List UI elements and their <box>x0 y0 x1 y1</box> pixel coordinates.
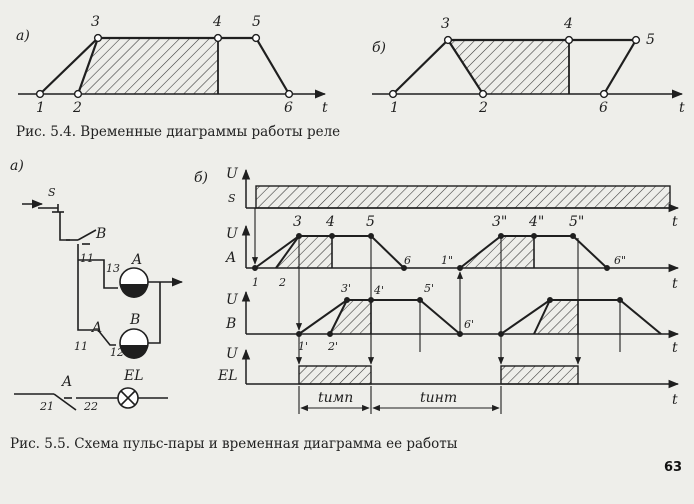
fig55a-pin-11a: 11 <box>80 252 94 265</box>
fig54a-point-3: 3 <box>91 14 100 30</box>
fig55a-pin-13: 13 <box>106 262 120 275</box>
fig55b-b-point-2: 2' <box>327 340 338 353</box>
fig54b-point-1: 1 <box>390 100 399 116</box>
fig55a-relay-b: B <box>129 312 140 328</box>
fig55b-label: б) <box>194 170 208 186</box>
fig55a-contact-a: A <box>90 320 102 336</box>
fig55b-row-el-name: EL <box>217 368 238 384</box>
fig54b-hatched-area <box>448 40 569 94</box>
fig55b-row-a-name: A <box>224 250 236 266</box>
fig55b-b-point-4: 4' <box>373 284 384 297</box>
fig55b-axis-t-a: t <box>672 276 678 292</box>
fig54b-point-3: 3 <box>441 16 450 32</box>
fig54a-point-2: 2 <box>72 100 82 116</box>
fig54a-axis-t: t <box>322 100 328 116</box>
page-number: 63 <box>664 460 683 475</box>
fig54b-label: б) <box>372 40 386 56</box>
fig55b-row-a-u: U <box>226 226 239 242</box>
fig54b-point-5: 5 <box>646 32 655 48</box>
fig55b-row-b-name: B <box>225 316 236 332</box>
fig54a-point-1: 1 <box>36 100 45 116</box>
fig55b-t-imp: tимп <box>318 390 353 406</box>
fig55a-lamp-el: EL <box>123 368 144 384</box>
fig54a-hatched-area <box>78 38 218 94</box>
fig55b-axis-t-b: t <box>672 340 678 356</box>
fig54a-point-4: 4 <box>212 14 222 30</box>
fig54b-point-6: 6 <box>599 100 608 116</box>
fig55b-a-point-3pp: 3" <box>492 214 507 230</box>
fig54a-label: а) <box>16 28 30 44</box>
fig55a-pin-21: 21 <box>39 400 54 413</box>
fig55b-a-point-6pp: 6" <box>614 254 626 267</box>
fig55a-contact-b: B <box>95 226 106 242</box>
fig55b-axis-t-el: t <box>672 392 678 408</box>
fig55b-b-point-1: 1' <box>298 340 308 353</box>
fig55a-label: а) <box>10 158 24 174</box>
fig55a-contact-a2: A <box>60 374 72 390</box>
fig54a-point-6: 6 <box>284 100 293 116</box>
fig55a-switch-s: S <box>48 186 56 199</box>
fig55b-a-point-1: 1 <box>252 276 259 289</box>
fig54-panel-a <box>18 33 327 99</box>
fig55a-pin-22: 22 <box>83 400 98 413</box>
fig55b-a-point-2: 2 <box>278 276 286 289</box>
fig55b-a-point-1pp: 1" <box>441 254 453 267</box>
fig55a-schematic <box>14 199 184 411</box>
fig55b-row-b-u: U <box>226 292 239 308</box>
fig55b-row-el-u: U <box>226 346 239 362</box>
fig55a-pin-12: 12 <box>110 346 124 359</box>
fig55b-row-s-name: S <box>228 192 236 205</box>
fig54b-point-2: 2 <box>478 100 488 116</box>
fig55b-a-point-3: 3 <box>293 214 302 230</box>
fig55b-axis-t-s: t <box>672 214 678 230</box>
fig54-panel-b <box>372 35 684 99</box>
fig55b-a-point-5pp: 5" <box>569 214 584 230</box>
fig55b-b-point-5: 5' <box>424 282 434 295</box>
fig55b-a-point-6: 6 <box>404 254 411 267</box>
fig54b-point-4: 4 <box>563 16 573 32</box>
fig55-caption: Рис. 5.5. Схема пульс-пары и временная д… <box>10 436 458 452</box>
fig55b-row-s-u: U <box>226 166 239 182</box>
fig55b-t-int: tинт <box>420 390 457 406</box>
fig55b-a-point-4pp: 4" <box>528 214 544 230</box>
fig55b-timing <box>241 168 680 414</box>
fig55a-pin-11b: 11 <box>74 340 88 353</box>
fig54-caption: Рис. 5.4. Временные диаграммы работы рел… <box>16 124 341 140</box>
fig54b-axis-t: t <box>679 100 685 116</box>
fig55a-relay-a: A <box>130 252 142 268</box>
fig55b-a-point-5: 5 <box>366 214 375 230</box>
fig54a-point-5: 5 <box>252 14 261 30</box>
fig55b-b-point-6: 6' <box>464 318 474 331</box>
fig55b-b-point-3: 3' <box>341 282 351 295</box>
fig55b-a-point-4: 4 <box>325 214 335 230</box>
